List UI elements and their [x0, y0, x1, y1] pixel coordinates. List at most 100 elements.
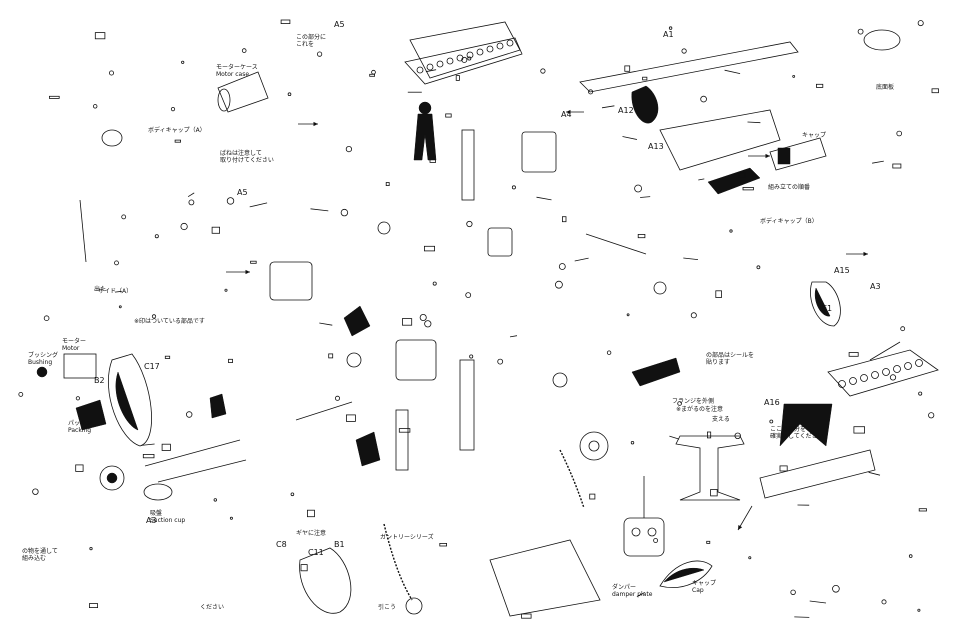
- label-sake-cap: キャップ Cap: [692, 580, 717, 594]
- helmet-right: [810, 281, 841, 327]
- small-part: [18, 391, 24, 397]
- small-part: [328, 353, 334, 359]
- tank-right-wheel: [871, 371, 879, 379]
- figure-lying-mid: [631, 357, 681, 387]
- small-part: [401, 318, 413, 326]
- small-part: [832, 584, 840, 593]
- leader-line: [640, 196, 651, 198]
- label-b2: B2: [94, 376, 105, 385]
- small-part: [853, 426, 866, 434]
- small-part: [467, 56, 472, 61]
- leader-line: [319, 322, 333, 326]
- small-part: [918, 391, 923, 396]
- chassis-rail-top: [579, 41, 799, 93]
- tank-wheel: [436, 60, 444, 68]
- label-c11: C11: [308, 548, 324, 557]
- leader-line: [724, 69, 741, 74]
- small-part: [170, 107, 176, 112]
- label-a3-right: A3: [870, 282, 881, 291]
- wheel-right-hub: [588, 440, 600, 452]
- small-part: [114, 260, 119, 266]
- small-part: [226, 197, 235, 205]
- leader-line: [636, 592, 646, 597]
- transmitter-body: [623, 517, 665, 557]
- small-part: [734, 432, 741, 439]
- tank-right-wheel: [893, 365, 901, 373]
- small-part: [928, 412, 935, 419]
- label-kono-bubun: この部分に これを: [296, 34, 327, 48]
- leader-line: [622, 136, 638, 140]
- small-part: [250, 260, 257, 264]
- small-part: [896, 130, 902, 137]
- helmet-right-visor: [814, 287, 831, 317]
- small-part: [816, 83, 824, 88]
- shaft-long-left-2: [157, 459, 247, 483]
- small-part: [185, 411, 193, 418]
- label-damper: ダンパー damper plate: [612, 584, 653, 598]
- small-part: [89, 603, 99, 608]
- tank-wheel: [466, 51, 474, 59]
- motor-can-face: [217, 88, 231, 112]
- tank-right-wheel: [849, 377, 857, 385]
- small-part: [637, 233, 646, 239]
- label-a5-top: A5: [334, 20, 345, 29]
- tank-wheel: [486, 45, 494, 53]
- engine-block-top: [521, 131, 557, 173]
- tank-tread: [404, 37, 523, 85]
- label-a1: A1: [663, 30, 674, 39]
- small-part: [398, 428, 411, 433]
- small-part: [848, 352, 859, 357]
- label-motor-case: モーターケース Motor case: [216, 64, 258, 78]
- motor-can-top: [217, 71, 269, 113]
- engine-block-center: [395, 339, 437, 381]
- small-part: [429, 159, 436, 163]
- small-part: [748, 556, 752, 560]
- small-part: [340, 208, 349, 217]
- gear-b: [552, 372, 568, 388]
- leader-line: [872, 160, 884, 164]
- small-part: [606, 350, 612, 355]
- tank-wheel: [496, 42, 504, 50]
- gear-c: [346, 352, 362, 368]
- leader-line: [574, 257, 589, 262]
- shaft-long-left: [144, 439, 241, 467]
- leader-line: [683, 257, 699, 260]
- small-part: [917, 20, 924, 27]
- small-part: [497, 358, 504, 365]
- shaft-right: [585, 233, 647, 255]
- leader-line: [794, 616, 810, 618]
- small-part: [385, 182, 390, 186]
- nose-cone: [659, 560, 713, 588]
- small-part: [94, 32, 106, 40]
- small-part: [306, 509, 315, 518]
- label-a15: A15: [834, 266, 850, 275]
- label-a16: A16: [764, 398, 780, 407]
- small-part: [558, 263, 566, 270]
- arrow-bottom-right-head: [738, 525, 743, 530]
- label-spring-note: ばねは注意して 取り付けてください: [220, 150, 274, 164]
- small-part: [316, 51, 323, 57]
- body-shell-bottom: [299, 547, 352, 614]
- small-part: [43, 315, 50, 322]
- gear-bottom: [405, 597, 423, 615]
- small-part: [154, 234, 159, 239]
- gear-a: [377, 221, 391, 235]
- small-part: [89, 546, 93, 551]
- small-part: [118, 305, 122, 309]
- small-part: [371, 69, 376, 75]
- chain-bottom: [383, 523, 413, 601]
- transmitter-stick-left: [631, 527, 641, 537]
- small-part: [521, 613, 532, 619]
- label-cap-mid: キャップ: [802, 132, 827, 139]
- small-part: [881, 599, 887, 605]
- figure-lying-top: [707, 167, 761, 195]
- label-a4: A4: [561, 110, 572, 119]
- small-part: [180, 222, 188, 231]
- small-part: [423, 245, 435, 252]
- arrow-top-head: [313, 121, 318, 127]
- small-part: [769, 419, 774, 424]
- small-part: [706, 540, 711, 544]
- tank-wheel: [426, 63, 434, 71]
- small-part: [75, 464, 84, 472]
- small-part: [857, 28, 864, 35]
